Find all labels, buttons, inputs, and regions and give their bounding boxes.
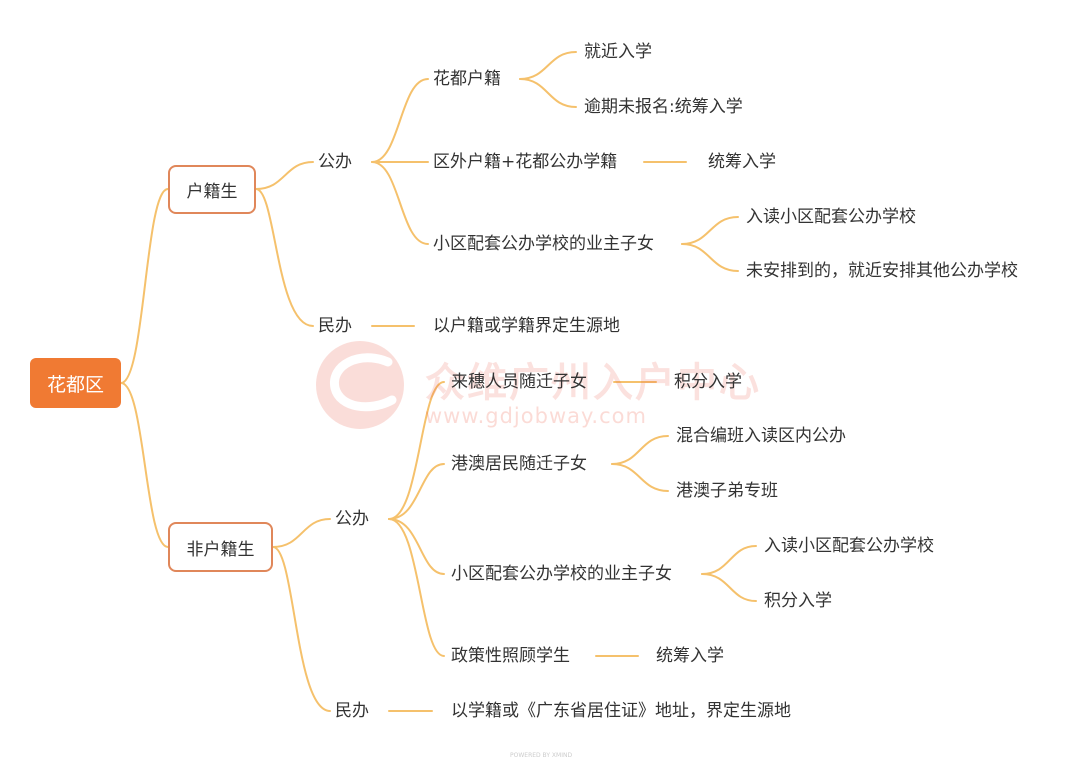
watermark-url: www.gdjobway.com (425, 404, 647, 428)
connector-root-huji (120, 188, 169, 384)
root-node[interactable]: 花都区 (30, 358, 121, 408)
connector-gongban-xiaoqu (371, 161, 429, 245)
node-zhengce[interactable]: 政策性照顾学生 (451, 646, 570, 666)
connector-gangao-leaf1 (611, 435, 669, 465)
leaf-huji-xiaoqu-other[interactable]: 未安排到的，就近安排其他公办学校 (746, 261, 1018, 281)
watermark-logo-icon (316, 341, 404, 429)
connector-huadu-leaf1 (519, 51, 577, 80)
connector-fgongban-laisui (388, 381, 445, 520)
connector-fxiaoqu-leaf2 (701, 573, 757, 602)
node-gangao[interactable]: 港澳居民随迁子女 (451, 454, 587, 474)
node-huadu-huji[interactable]: 花都户籍 (433, 69, 501, 89)
leaf-huji-minban[interactable]: 以户籍或学籍界定生源地 (433, 316, 620, 336)
leaf-gangao-special[interactable]: 港澳子弟专班 (676, 481, 778, 501)
node-feihuji-xiaoqu[interactable]: 小区配套公办学校的业主子女 (451, 564, 672, 584)
watermark-text: 众维广州入户中心 (425, 360, 761, 406)
node-quwai-huji[interactable]: 区外户籍+花都公办学籍 (433, 152, 618, 172)
connector-fgongban-xiaoqu (388, 518, 445, 575)
node-huji-gongban[interactable]: 公办 (318, 152, 352, 172)
node-laisui[interactable]: 来穗人员随迁子女 (451, 372, 587, 392)
connector-root-feihuji (120, 382, 169, 548)
leaf-zhengce-tongchou[interactable]: 统筹入学 (656, 646, 724, 666)
node-huji-xiaoqu[interactable]: 小区配套公办学校的业主子女 (433, 234, 654, 254)
leaf-feihuji-minban[interactable]: 以学籍或《广东省居住证》地址，界定生源地 (451, 701, 791, 721)
node-huji[interactable]: 户籍生 (168, 165, 256, 214)
node-feihuji[interactable]: 非户籍生 (168, 522, 273, 572)
connector-feihuji-minban (272, 546, 331, 712)
connector-gongban-huadu (371, 78, 429, 163)
leaf-feihuji-xiaoqu-enroll[interactable]: 入读小区配套公办学校 (764, 536, 934, 556)
leaf-feihuji-xiaoqu-jifen[interactable]: 积分入学 (764, 591, 832, 611)
node-feihuji-minban[interactable]: 民办 (335, 701, 369, 721)
leaf-quwai-tongchou[interactable]: 统筹入学 (708, 152, 776, 172)
connector-xiaoqu-leaf1 (681, 216, 739, 245)
connector-fxiaoqu-leaf1 (701, 545, 757, 575)
connector-gangao-leaf2 (611, 463, 669, 492)
leaf-gangao-mixed[interactable]: 混合编班入读区内公办 (676, 426, 846, 446)
connector-fgongban-gangao (388, 463, 445, 520)
connector-huadu-leaf2 (519, 78, 577, 108)
connector-huji-gongban (255, 161, 314, 190)
connector-feihuji-gongban (272, 518, 331, 548)
leaf-huadu-overdue[interactable]: 逾期未报名:统筹入学 (584, 97, 743, 117)
powered-by-footer: POWERED BY XMIND (510, 752, 573, 759)
leaf-huji-xiaoqu-enroll[interactable]: 入读小区配套公办学校 (746, 207, 916, 227)
connector-fgongban-zhengce (388, 518, 445, 657)
leaf-laisui-jifen[interactable]: 积分入学 (674, 372, 742, 392)
leaf-huadu-nearby[interactable]: 就近入学 (584, 42, 652, 62)
node-feihuji-gongban[interactable]: 公办 (335, 509, 369, 529)
node-huji-minban[interactable]: 民办 (318, 316, 352, 336)
connector-xiaoqu-leaf2 (681, 243, 739, 272)
connector-huji-minban (255, 188, 314, 327)
